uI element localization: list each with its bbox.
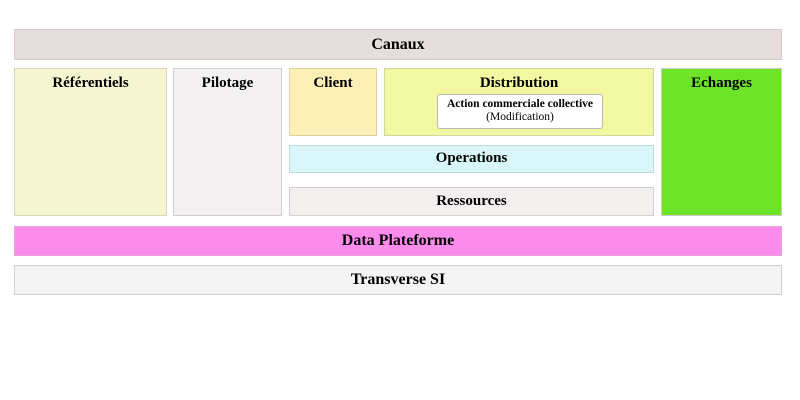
- action-commerciale-collective-card[interactable]: Action commerciale collective (Modificat…: [437, 94, 603, 129]
- layer-pilotage-label: Pilotage: [201, 75, 254, 91]
- layer-client[interactable]: Client: [289, 68, 377, 136]
- layer-ressources-label: Ressources: [436, 192, 507, 209]
- action-card-title: Action commerciale collective: [446, 98, 594, 110]
- layer-echanges-label: Echanges: [691, 75, 752, 91]
- layer-referentiels[interactable]: Référentiels: [14, 68, 167, 216]
- layer-transverse-si[interactable]: Transverse SI: [14, 265, 782, 295]
- layer-operations-label: Operations: [435, 150, 508, 167]
- layer-distribution[interactable]: Distribution Action commerciale collecti…: [384, 68, 654, 136]
- layer-client-label: Client: [313, 75, 353, 91]
- layer-distribution-label: Distribution: [479, 75, 559, 91]
- layer-operations[interactable]: Operations: [289, 145, 654, 173]
- layer-transverse-si-label: Transverse SI: [350, 270, 446, 288]
- layer-canaux[interactable]: Canaux: [14, 29, 782, 60]
- layer-canaux-label: Canaux: [371, 36, 425, 53]
- layer-data-plateforme-label: Data Plateforme: [341, 231, 455, 249]
- layer-referentiels-label: Référentiels: [52, 75, 129, 91]
- layer-pilotage[interactable]: Pilotage: [173, 68, 282, 216]
- layer-ressources[interactable]: Ressources: [289, 187, 654, 216]
- layer-echanges[interactable]: Echanges: [661, 68, 782, 216]
- layer-data-plateforme[interactable]: Data Plateforme: [14, 226, 782, 256]
- action-card-subtitle: (Modification): [486, 110, 554, 123]
